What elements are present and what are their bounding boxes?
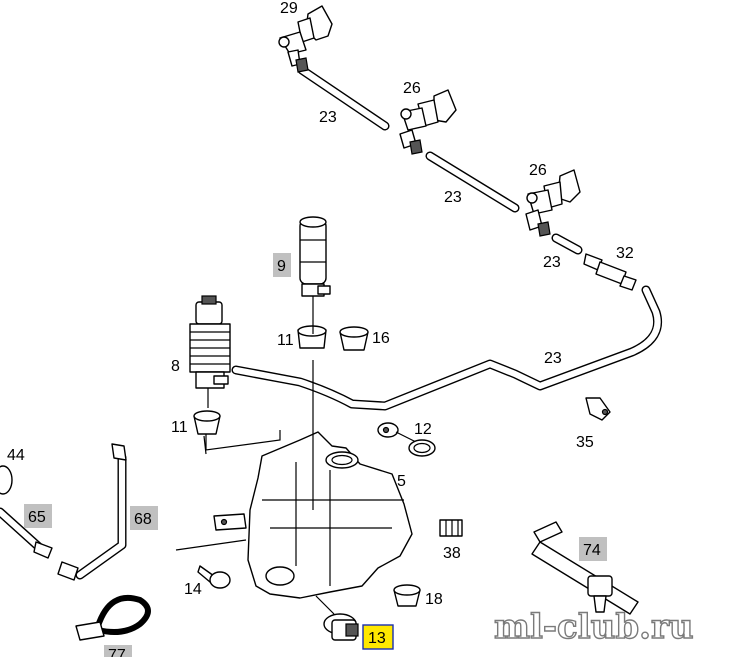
label-26a: 26 [403, 80, 421, 97]
leader-lines [175, 316, 335, 615]
label-77: 77 [108, 647, 126, 657]
grommet-18 [393, 584, 421, 607]
long-hose [231, 285, 662, 411]
label-8: 8 [171, 358, 180, 375]
label-32: 32 [616, 245, 634, 262]
label-26b: 26 [529, 162, 547, 179]
upper-hose-middle [425, 151, 520, 213]
label-13-box[interactable] [362, 624, 394, 650]
label-74: 74 [583, 542, 601, 559]
label-14: 14 [184, 581, 202, 598]
bracket-74 [531, 521, 639, 615]
label-68-box [130, 506, 158, 530]
pump-13 [323, 613, 359, 641]
label-18: 18 [425, 591, 443, 608]
label-12: 12 [414, 421, 432, 438]
label-5: 5 [397, 473, 406, 490]
label-11b: 11 [171, 419, 188, 436]
label-23c: 23 [543, 254, 561, 271]
watermark: ml-club.ru [494, 607, 694, 647]
label-9: 9 [277, 258, 286, 275]
label-29: 29 [280, 0, 298, 17]
clip-38 [439, 519, 463, 537]
nozzle-26a [399, 89, 457, 155]
label-16: 16 [372, 330, 390, 347]
nozzle-26b [525, 169, 581, 237]
pump-8 [189, 295, 231, 408]
label-44: 44 [7, 447, 25, 464]
bracket-35 [585, 397, 611, 421]
label-38: 38 [443, 545, 461, 562]
strap-77 [75, 594, 151, 641]
grommet-11a [297, 325, 327, 349]
label-65: 65 [28, 509, 46, 526]
pump-9 [299, 216, 331, 316]
label-74-box [579, 537, 607, 561]
label-13[interactable]: 13 [368, 630, 386, 647]
fittings-left [33, 443, 127, 581]
label-9-box [273, 253, 291, 277]
part-44 [0, 465, 13, 495]
label-77-box [104, 645, 132, 657]
cap-12 [377, 422, 436, 457]
label-23d: 23 [544, 350, 562, 367]
left-hose [0, 453, 127, 580]
reservoir-5 [213, 431, 413, 599]
upper-hose-short [551, 233, 583, 255]
upper-hose-left [297, 65, 390, 131]
connector-32 [583, 253, 637, 291]
label-23a: 23 [319, 109, 337, 126]
label-23b: 23 [444, 189, 462, 206]
grommet-11b [193, 410, 221, 435]
label-65-box [24, 504, 52, 528]
label-11a: 11 [277, 332, 294, 349]
screw-14 [197, 565, 231, 589]
label-68: 68 [134, 511, 152, 528]
label-35: 35 [576, 434, 594, 451]
nozzle-29 [278, 5, 333, 73]
grommet-16 [339, 326, 369, 351]
